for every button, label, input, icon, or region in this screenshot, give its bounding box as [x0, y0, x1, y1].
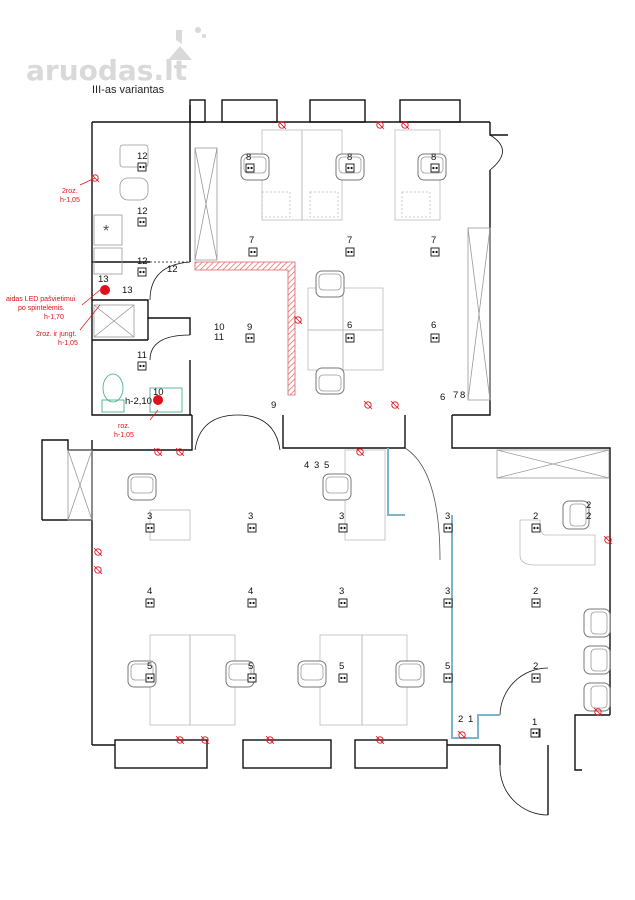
svg-text:*: * [103, 223, 109, 240]
room-number: 3 [339, 586, 344, 597]
annotation-line: h-1,70 [44, 314, 64, 321]
room-numbers-corridor: 4 3 5 [304, 460, 329, 471]
watermark-logo: aruodas.lt [26, 27, 206, 87]
annotation-socket-c: roz. h-1,05 [114, 423, 134, 439]
annotation-led: aidas LED pašvietimui po spintelėmis. h-… [6, 296, 76, 321]
room-number: 3 [445, 511, 450, 522]
room-number: 5 [147, 661, 152, 672]
room-number: 2 [533, 511, 538, 522]
room-number: 2 [458, 714, 463, 725]
room-number: 4 [248, 586, 253, 597]
room-number: 1 [468, 714, 473, 725]
room-number: 9 [271, 400, 276, 411]
walls [41, 99, 611, 815]
led-marker [100, 285, 110, 295]
variant-title: III-as variantas [92, 84, 165, 96]
socket-marker [153, 395, 163, 405]
doors [149, 134, 549, 816]
room-number: 12 [137, 206, 148, 217]
room-number: 9 [247, 322, 252, 333]
annotation-line: 2roz. ir jungt. [36, 331, 77, 338]
room-number: 12 [137, 151, 148, 162]
room-number: 6 [440, 392, 445, 403]
room-number: 2 [586, 500, 591, 511]
room-number: 6 [347, 320, 352, 331]
room-number: 12 [167, 264, 178, 275]
room-number: 2 [586, 511, 591, 522]
room-number: h-2,10 [125, 396, 152, 407]
room-numbers-lower: 3 3 3 3 2 4 4 3 3 2 5 5 5 5 2 2 1 2 1 2 [147, 500, 591, 728]
room-number: 5 [248, 661, 253, 672]
room-number: 8 [246, 152, 251, 163]
hatched-wall [194, 261, 296, 396]
room-number: 7 [431, 235, 436, 246]
room-number: 7 [347, 235, 352, 246]
room-number: 13 [122, 285, 133, 296]
annotation-line: h-1,05 [114, 432, 134, 439]
room-number: 6 [431, 320, 436, 331]
room-number: 2 [533, 586, 538, 597]
glass-partition-b [451, 515, 500, 739]
room-numbers-top-left: 12 12 12 13 13 12 11 10 h-2,10 [98, 151, 178, 407]
annotation-socket-a: 2roz. h-1,05 [60, 188, 80, 204]
room-number: 1 [532, 717, 537, 728]
leader-lines [79, 177, 159, 421]
room-number: 5 [445, 661, 450, 672]
room-number: 11 [214, 332, 224, 343]
annotation-line: roz. [118, 423, 130, 430]
room-number: 2 [533, 661, 538, 672]
room-numbers-top-right: 8 8 8 7 7 7 6 6 6 7 8 [246, 152, 465, 403]
room-number: 3 [339, 511, 344, 522]
electrical-marks [90, 120, 613, 745]
annotation-socket-b: 2roz. ir jungt. h-1,05 [36, 331, 78, 347]
annotation-line: h-1,05 [58, 340, 78, 347]
room-number: 8 [347, 152, 352, 163]
bathroom-fixtures: * [93, 144, 183, 413]
room-number: 7 [249, 235, 254, 246]
glass-partition-a [387, 448, 405, 516]
room-number: 8 [460, 390, 465, 401]
room-number: 4 [304, 460, 309, 471]
room-number: 13 [98, 274, 109, 285]
desks-upper [261, 129, 441, 371]
room-number: 5 [324, 460, 329, 471]
watermark-text: aruodas.lt [26, 54, 187, 87]
room-number: 11 [137, 350, 147, 361]
annotation-line: aidas LED pašvietimui [6, 296, 76, 303]
annotation-line: po spintelėmis. [18, 305, 65, 312]
cabinets [67, 147, 610, 521]
room-number: 8 [431, 152, 436, 163]
outlets [137, 162, 541, 738]
room-number: 4 [147, 586, 152, 597]
desks-lower [149, 449, 596, 726]
room-number: 3 [314, 460, 319, 471]
room-number: 3 [147, 511, 152, 522]
room-numbers-top-middle: 10 11 9 9 [214, 322, 276, 411]
annotation-line: h-1,05 [60, 197, 80, 204]
entrance-outlet [530, 728, 540, 738]
room-number: 5 [339, 661, 344, 672]
room-number: 10 [214, 322, 225, 333]
room-number: 10 [153, 387, 164, 398]
annotation-line: 2roz. [62, 188, 78, 195]
room-number: 7 [453, 390, 458, 401]
room-number: 12 [137, 256, 148, 267]
room-number: 3 [248, 511, 253, 522]
room-number: 3 [445, 586, 450, 597]
